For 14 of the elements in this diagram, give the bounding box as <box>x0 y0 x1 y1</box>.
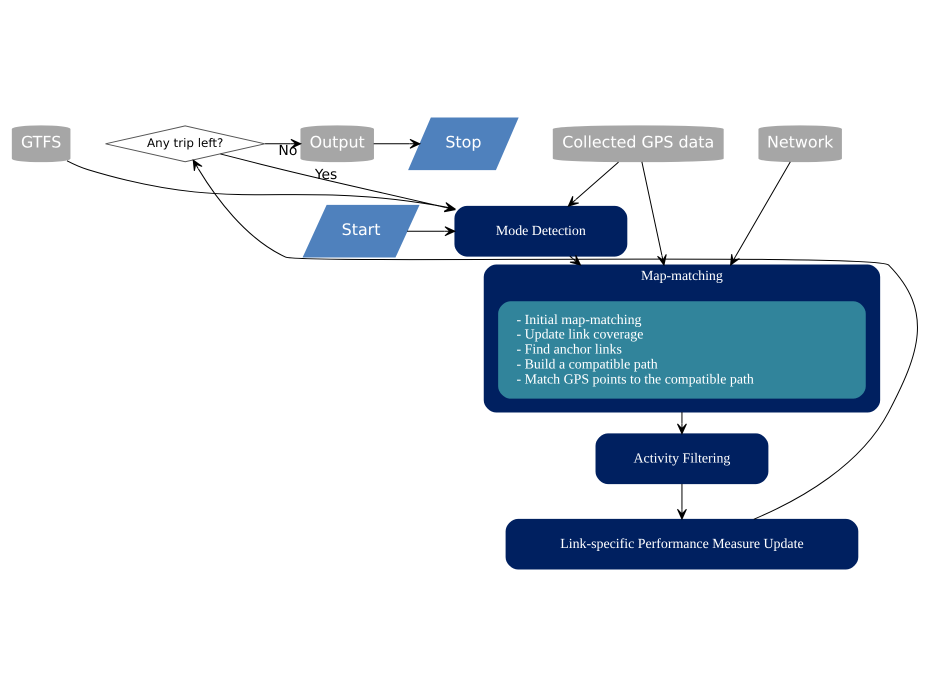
arrow <box>676 482 687 520</box>
node-diamond: Any trip left? <box>105 124 266 162</box>
edge-label: Yes <box>314 166 338 182</box>
arrow <box>192 159 918 520</box>
arrow <box>676 411 687 434</box>
node-box: Link-specific Performance Measure Update <box>506 518 858 570</box>
node-box: Activity Filtering <box>596 432 768 484</box>
arrow <box>373 138 420 148</box>
arrow <box>264 138 302 148</box>
arrow <box>568 161 620 206</box>
edge-label: No <box>278 142 298 158</box>
arrow <box>406 226 456 236</box>
node-box: - Initial map-matching - Update link coverage - Find anchor links - Build a compatible path - Match GPS points to the compatible path <box>498 300 866 398</box>
node-box: Mode Detection <box>454 205 628 256</box>
